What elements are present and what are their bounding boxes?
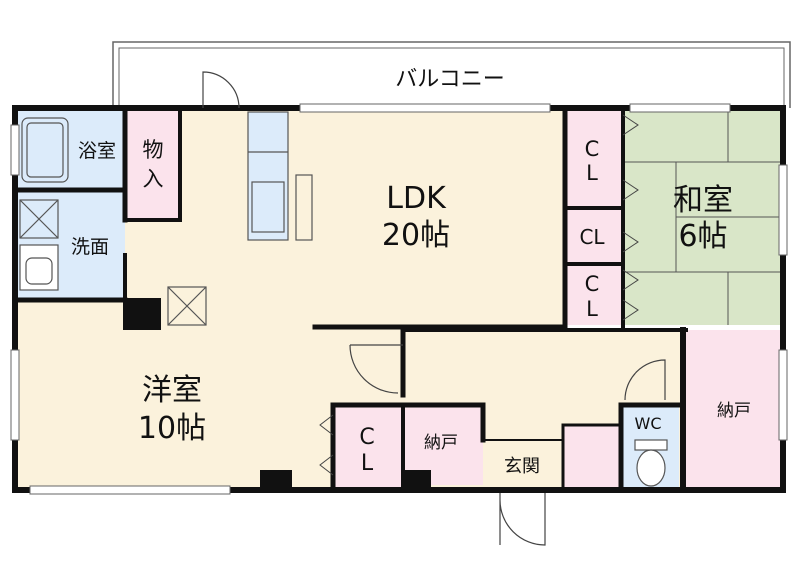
japanese-size: 6帖 [678,219,727,254]
ldk-fill [125,110,565,325]
balcony-label: バルコニー [395,67,505,92]
columns [123,298,431,490]
closet-western-line1: C [359,425,374,450]
storage-label-line1: 物 [143,138,164,162]
closet-top-line2: L [586,161,598,185]
balcony: バルコニー [112,41,791,108]
western-name: 洋室 [142,373,202,408]
closet-bottom-line2: L [586,297,598,321]
western-size: 10帖 [138,411,206,446]
washer [19,199,59,239]
closet-doors [319,114,639,476]
closet-western-line2: L [361,451,374,476]
entrance-fill [483,440,563,490]
bath-label: 浴室 [78,140,116,162]
ldk-size: 20帖 [382,218,450,253]
labels: 浴室 物 入 洗面 LDK 20帖 C L CL C L 和室 6帖 洋室 10… [71,137,751,477]
closet-top-line1: C [585,137,600,161]
washroom-label: 洗面 [71,236,109,258]
nando-right-label: 納戸 [717,401,751,421]
storage-fill-top [125,110,180,220]
bathtub [21,117,69,183]
shoe-cabinet-fill [563,425,621,490]
windows [10,103,788,495]
kitchen-wall [295,174,313,241]
room-fills [15,110,783,490]
doors [202,71,666,546]
western-closet-fill [333,405,403,490]
kitchen-counter [247,111,289,241]
storage-label-line2: 入 [143,167,164,191]
entrance-label: 玄関 [504,456,540,477]
ldk-name: LDK [386,181,447,216]
fixtures [19,111,668,487]
tatami-grid [623,110,783,325]
closet-bottom-line1: C [585,272,600,296]
nando-right-fill [686,330,783,490]
closet-column-fill [565,110,623,325]
toilet-bowl [636,449,666,487]
closet-mid-label: CL [579,225,605,249]
wc-label: WC [635,414,662,433]
japanese-name: 和室 [673,183,733,218]
toilet-tank [634,439,668,451]
fridge [167,286,207,326]
nando-small-label: 納戸 [424,433,458,453]
